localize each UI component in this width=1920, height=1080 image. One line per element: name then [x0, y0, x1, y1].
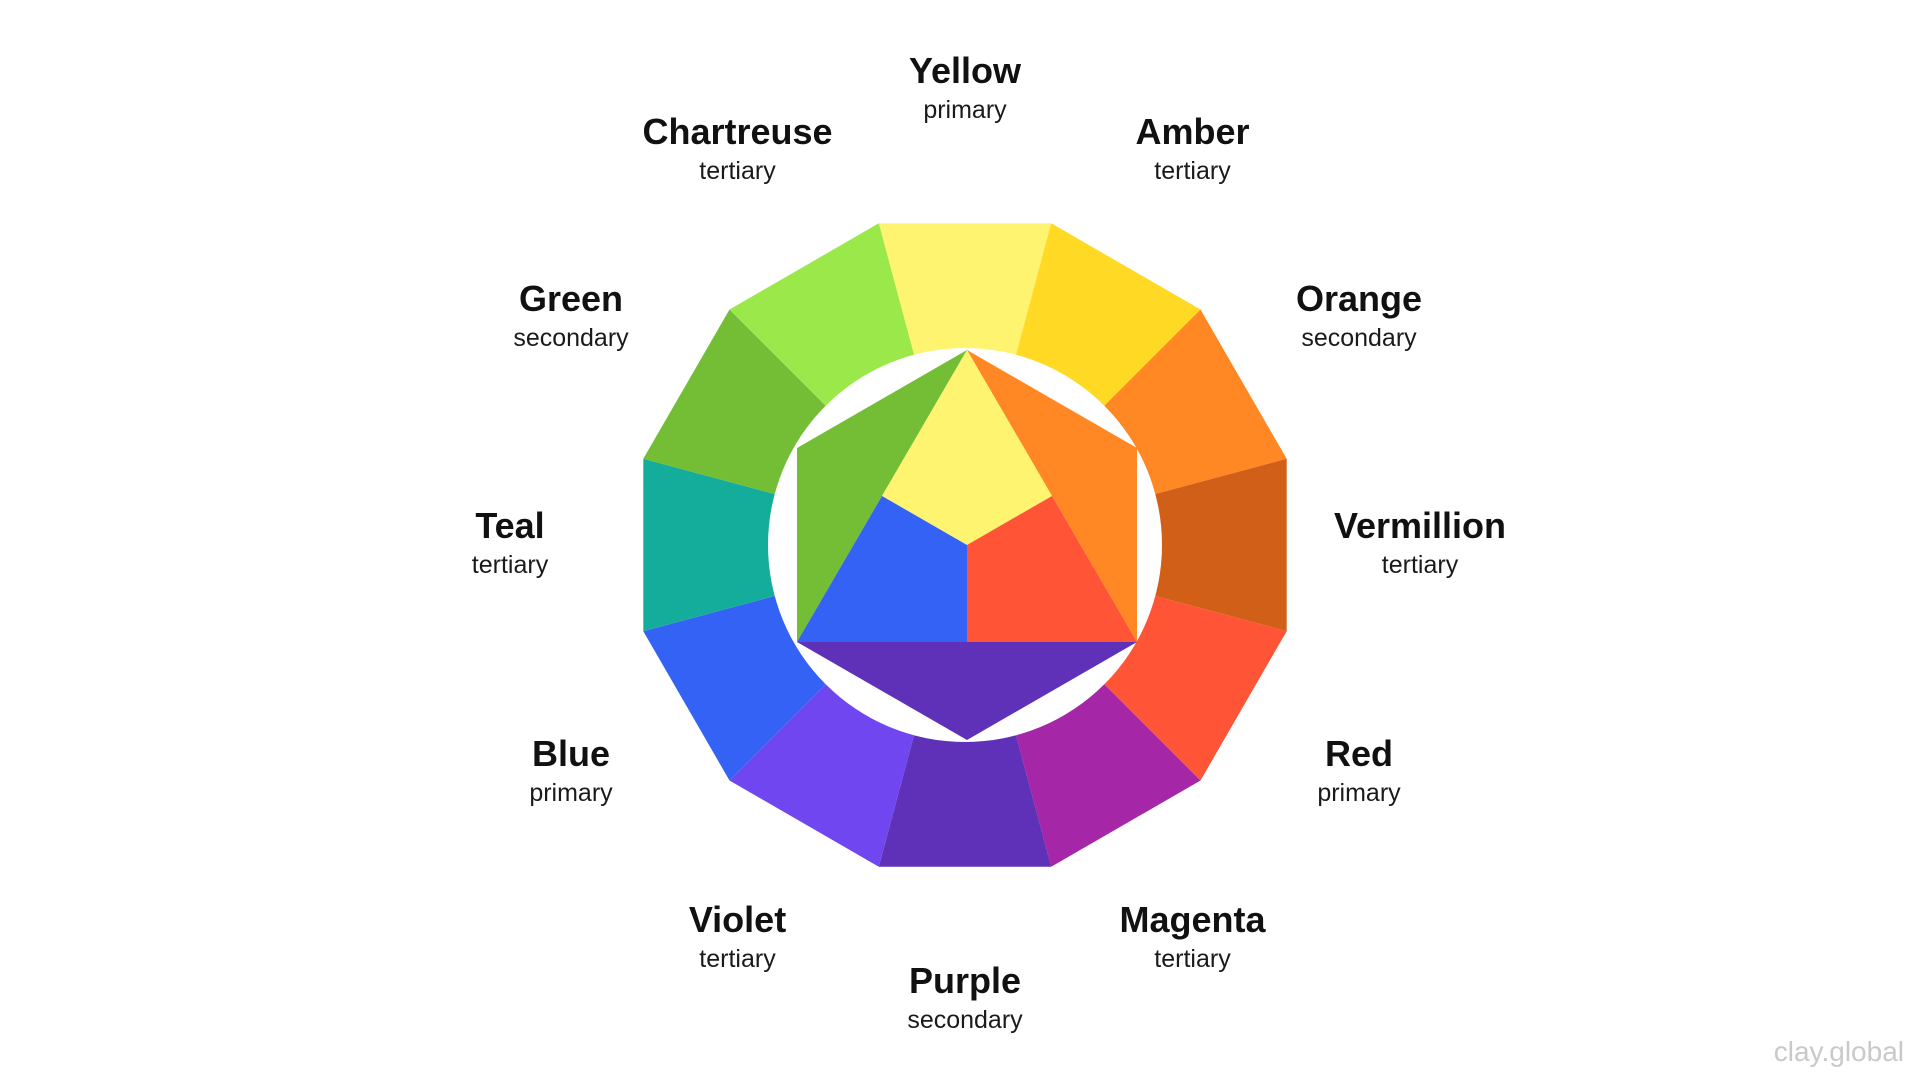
- color-kind-yellow: primary: [923, 96, 1007, 124]
- wheel-label-violet: Violet tertiary: [588, 899, 888, 977]
- wheel-label-chartreuse: Chartreuse tertiary: [588, 111, 888, 189]
- color-kind-violet: tertiary: [699, 945, 776, 973]
- color-name-orange: Orange: [1295, 277, 1423, 319]
- color-kind-red: primary: [1317, 778, 1401, 807]
- color-kind-blue: primary: [529, 778, 613, 807]
- wheel-segment-chartreuse: [729, 223, 914, 406]
- wheel-label-teal: Teal tertiary: [360, 505, 660, 583]
- wheel-segment-blue: [643, 596, 826, 781]
- wheel-label-red: Red primary: [1209, 733, 1509, 811]
- inner-blue-region: [797, 496, 967, 642]
- wheel-label-green: Green secondary: [421, 278, 721, 356]
- wheel-label-magenta: Magenta tertiary: [1043, 899, 1343, 977]
- wheel-segment-amber: [1016, 223, 1201, 406]
- color-kind-chartreuse: tertiary: [699, 157, 776, 185]
- wheel-segment-red: [1104, 596, 1287, 781]
- wheel-label-purple: Purple secondary: [815, 960, 1115, 1038]
- color-kind-purple: secondary: [907, 1006, 1023, 1034]
- color-kind-vermillion: tertiary: [1381, 551, 1459, 579]
- wheel-segment-magenta: [1016, 684, 1201, 867]
- wheel-segment-yellow: [878, 223, 1052, 355]
- wheel-segment-orange: [1104, 309, 1287, 494]
- inner-yellow-region: [882, 350, 1052, 545]
- wheel-segment-purple: [878, 735, 1052, 867]
- color-name-violet: Violet: [688, 899, 787, 940]
- color-kind-amber: tertiary: [1154, 157, 1231, 185]
- color-name-vermillion: Vermillion: [1333, 505, 1507, 546]
- color-name-teal: Teal: [475, 505, 545, 546]
- color-kind-green: secondary: [513, 323, 629, 352]
- wheel-segment-vermillion: [1155, 458, 1287, 632]
- watermark-text: clay.global: [1773, 1036, 1904, 1067]
- wheel-segment-violet: [729, 684, 914, 867]
- color-name-blue: Blue: [531, 732, 610, 774]
- color-name-amber: Amber: [1135, 111, 1250, 152]
- wheel-segment-teal: [643, 458, 775, 632]
- color-name-magenta: Magenta: [1119, 899, 1266, 940]
- wheel-label-orange: Orange secondary: [1209, 278, 1509, 356]
- color-kind-magenta: tertiary: [1154, 945, 1231, 973]
- inner-color-triangle-hexagon: [797, 350, 1137, 740]
- wheel-label-blue: Blue primary: [421, 733, 721, 811]
- color-wheel-ring: [643, 223, 1287, 867]
- color-kind-orange: secondary: [1301, 323, 1417, 352]
- color-name-red: Red: [1324, 732, 1393, 774]
- color-name-purple: Purple: [908, 960, 1022, 1001]
- color-name-green: Green: [518, 277, 624, 319]
- wheel-label-yellow: Yellow primary: [815, 50, 1115, 128]
- inner-purple-wedge: [797, 642, 1137, 740]
- wheel-segment-green: [643, 309, 826, 494]
- inner-red-region: [967, 496, 1137, 642]
- color-kind-teal: tertiary: [471, 551, 549, 579]
- color-name-yellow: Yellow: [908, 50, 1022, 91]
- wheel-label-amber: Amber tertiary: [1043, 111, 1343, 189]
- color-name-chartreuse: Chartreuse: [642, 111, 833, 152]
- wheel-label-vermillion: Vermillion tertiary: [1270, 505, 1570, 583]
